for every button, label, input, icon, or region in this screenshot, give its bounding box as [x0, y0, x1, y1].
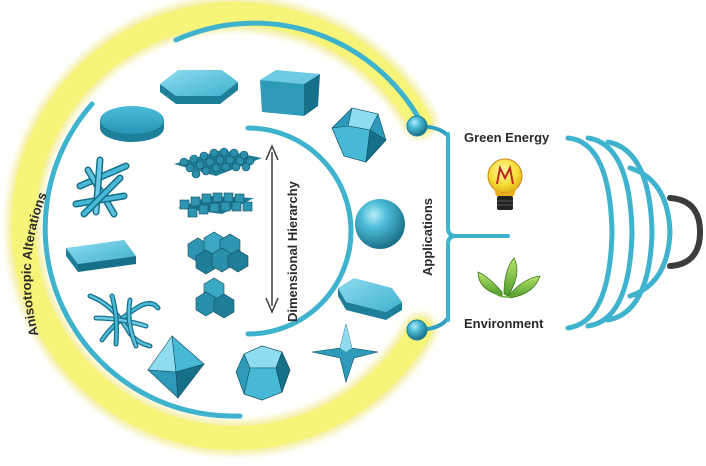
applications-bracket [446, 132, 510, 322]
shape-truncated-cube [235, 345, 291, 401]
shape-tetrapod-star [311, 323, 379, 384]
shape-octahedron [147, 335, 205, 399]
shape-cube [260, 70, 320, 116]
outer-ring [173, 20, 427, 131]
shape-sphere [355, 199, 405, 249]
applications-label: Applications [420, 198, 435, 276]
environment-label: Environment [464, 316, 544, 331]
hierarchy-1d-chain [187, 231, 249, 275]
light-bulb-icon [487, 158, 523, 210]
leaf-sprout-icon [477, 257, 541, 299]
hierarchy-0d-cluster [195, 277, 235, 319]
shape-disc [100, 106, 164, 142]
shape-square-plate [66, 240, 136, 272]
hierarchy-3d-superlattice [174, 147, 262, 179]
hierarchy-2d-layer [178, 192, 254, 218]
bulb-base [565, 135, 673, 331]
glow-arc [6, 0, 437, 455]
inner-arrow-label: Dimensional Hierarchy [285, 180, 300, 322]
hierarchy-arrow [265, 143, 279, 315]
shape-hexagonal-prism [338, 278, 402, 320]
outer-ring-left [42, 101, 243, 419]
shape-branched-wires [87, 293, 161, 349]
shape-nanowires [72, 156, 130, 218]
shape-hexagonal-plate [160, 70, 238, 104]
bulb-cap-ring [667, 195, 704, 269]
inner-arc [245, 125, 354, 337]
green-energy-label: Green Energy [464, 130, 550, 145]
shape-truncated-octahedron [331, 107, 387, 163]
